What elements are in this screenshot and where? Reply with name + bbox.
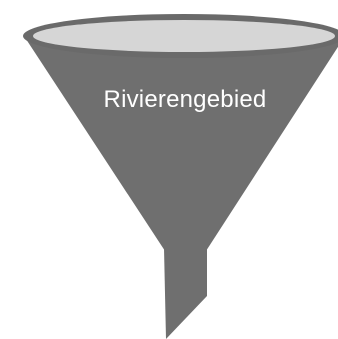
funnel-cone: [24, 36, 338, 251]
funnel-spout: [164, 248, 207, 339]
funnel-label: Rivierengebied: [103, 86, 267, 113]
funnel-opening: [33, 20, 335, 52]
